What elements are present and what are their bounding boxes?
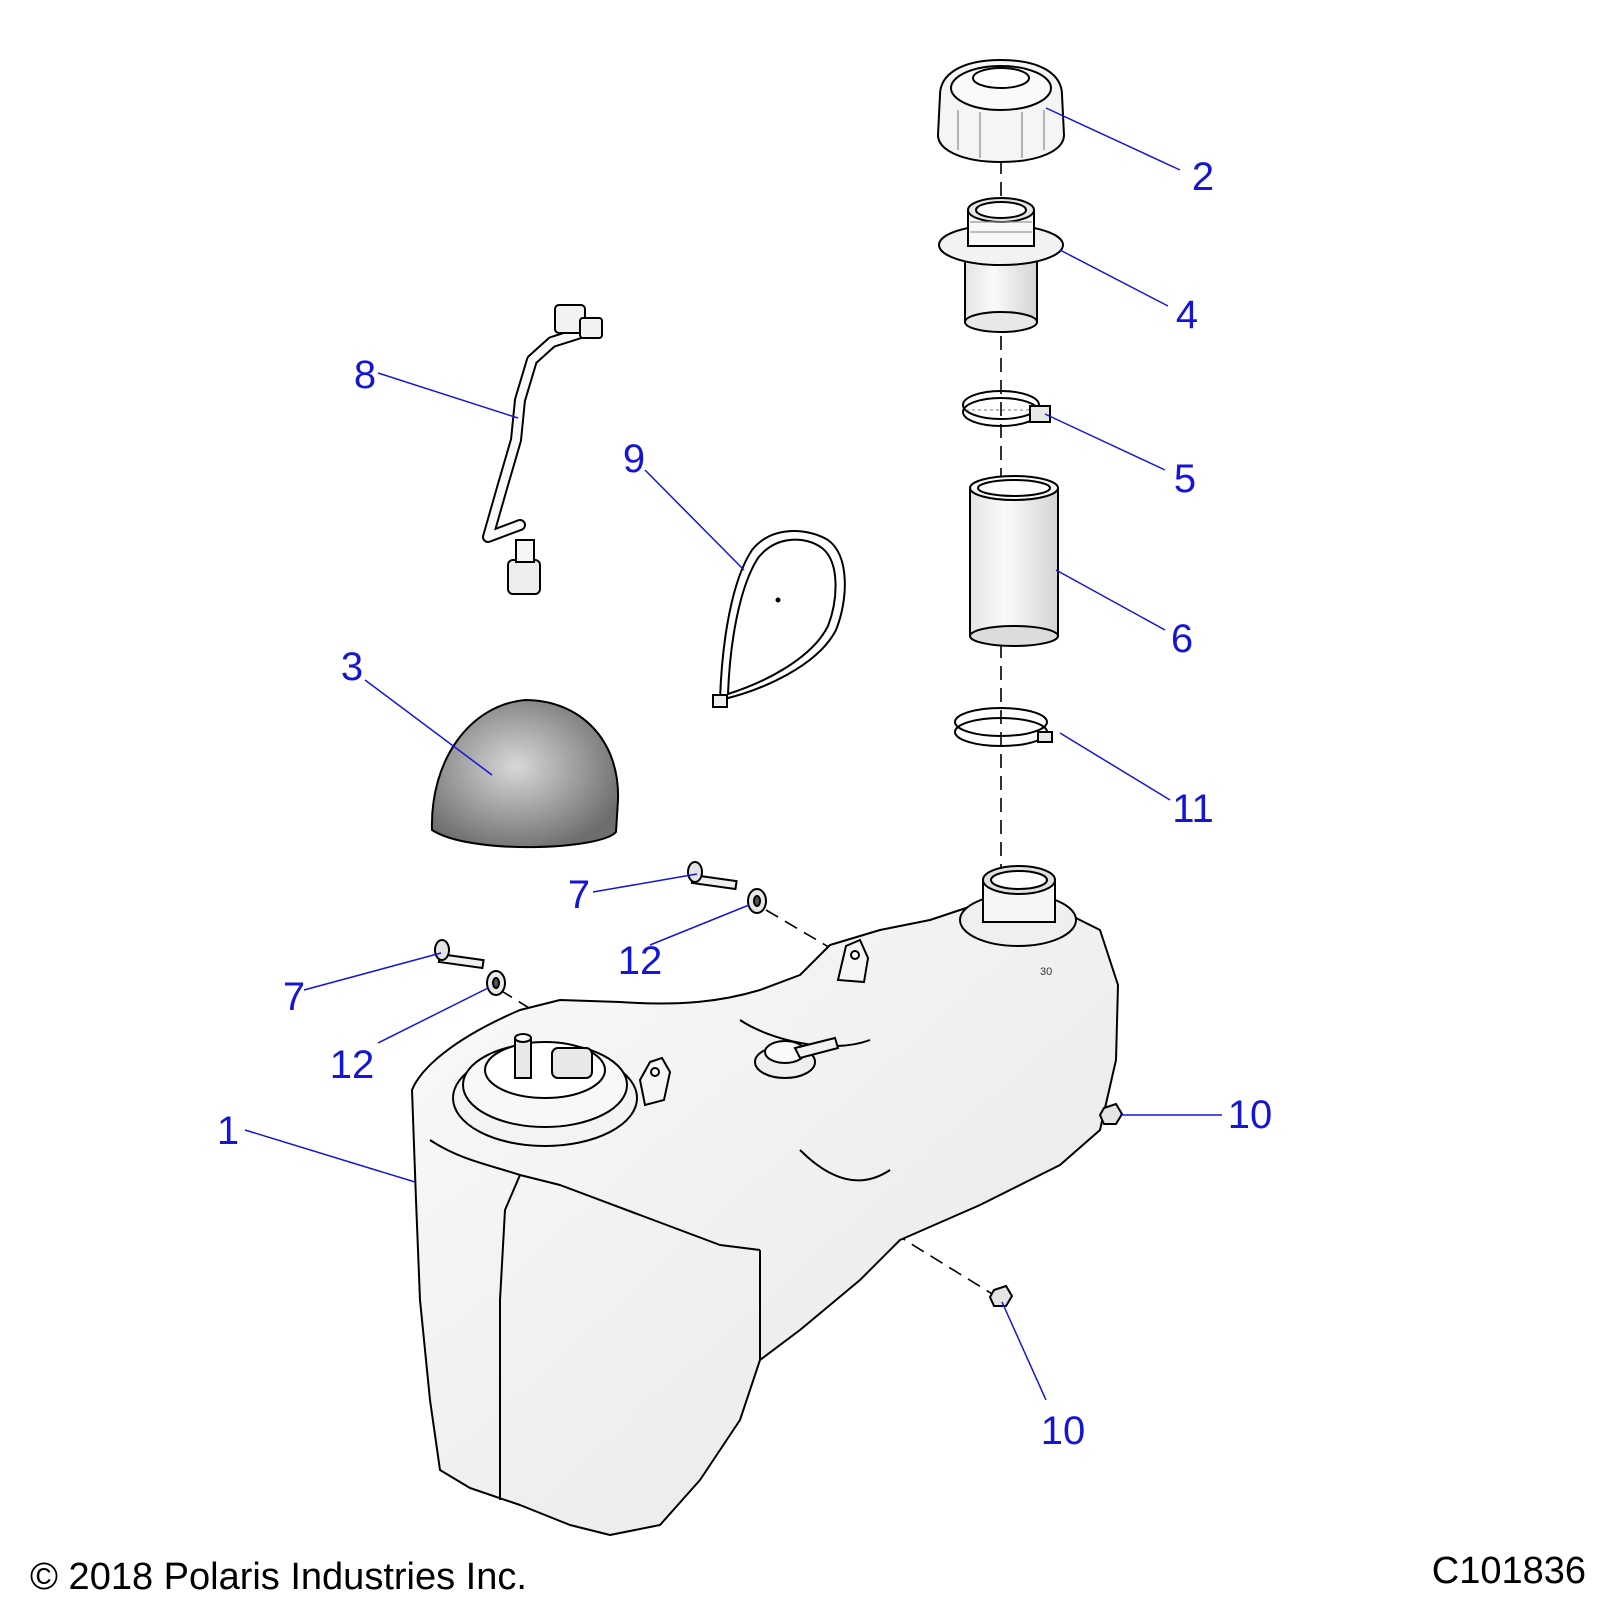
callout-12-lower: 12 xyxy=(330,1043,375,1087)
tank-strap-part xyxy=(712,530,846,708)
callout-6: 6 xyxy=(1171,617,1193,661)
nut-part-right xyxy=(1098,1102,1124,1125)
callout-10-right: 10 xyxy=(1228,1093,1273,1137)
vent-hose-part xyxy=(482,304,603,595)
callout-7-upper: 7 xyxy=(568,873,590,917)
callout-11: 11 xyxy=(1172,787,1214,831)
washer-part-upper xyxy=(747,888,767,914)
callout-9: 9 xyxy=(623,437,645,481)
hose-clamp-band-part xyxy=(954,707,1053,747)
callout-4: 4 xyxy=(1176,293,1198,337)
vent-valve-fitting xyxy=(754,1036,840,1079)
foam-dome-part xyxy=(430,698,620,849)
callout-8: 8 xyxy=(354,353,376,397)
fuel-tank-part xyxy=(411,904,1119,1536)
filler-hose-part xyxy=(969,475,1059,647)
fuel-cap-part xyxy=(936,58,1066,164)
callout-7-lower: 7 xyxy=(283,975,305,1019)
tank-molded-marking: 30 xyxy=(1040,966,1052,978)
drawing-number: C101836 xyxy=(1431,1550,1586,1592)
callout-1: 1 xyxy=(217,1109,239,1153)
tank-mount-tabs xyxy=(638,938,870,1107)
fuel-pump-cap xyxy=(452,1033,638,1147)
bolt-part-lower xyxy=(434,939,485,970)
callout-5: 5 xyxy=(1174,457,1196,501)
callout-2: 2 xyxy=(1192,155,1214,199)
leader-lines xyxy=(244,107,1222,1401)
nut-part-bottom xyxy=(988,1284,1014,1307)
bolt-part-upper xyxy=(687,861,738,891)
callout-3: 3 xyxy=(341,645,363,689)
callout-labels: 1 2 3 4 5 6 7 7 8 9 10 10 11 12 12 xyxy=(217,155,1272,1453)
hose-clamp-worm-part xyxy=(962,390,1051,427)
callout-10-bottom: 10 xyxy=(1041,1409,1086,1453)
copyright-notice: © 2018 Polaris Industries Inc. xyxy=(30,1556,527,1598)
filler-neck-adapter-part xyxy=(938,197,1064,333)
washer-part-lower xyxy=(486,970,506,996)
tank-filler-neck xyxy=(959,865,1077,947)
callout-12-upper: 12 xyxy=(618,939,663,983)
